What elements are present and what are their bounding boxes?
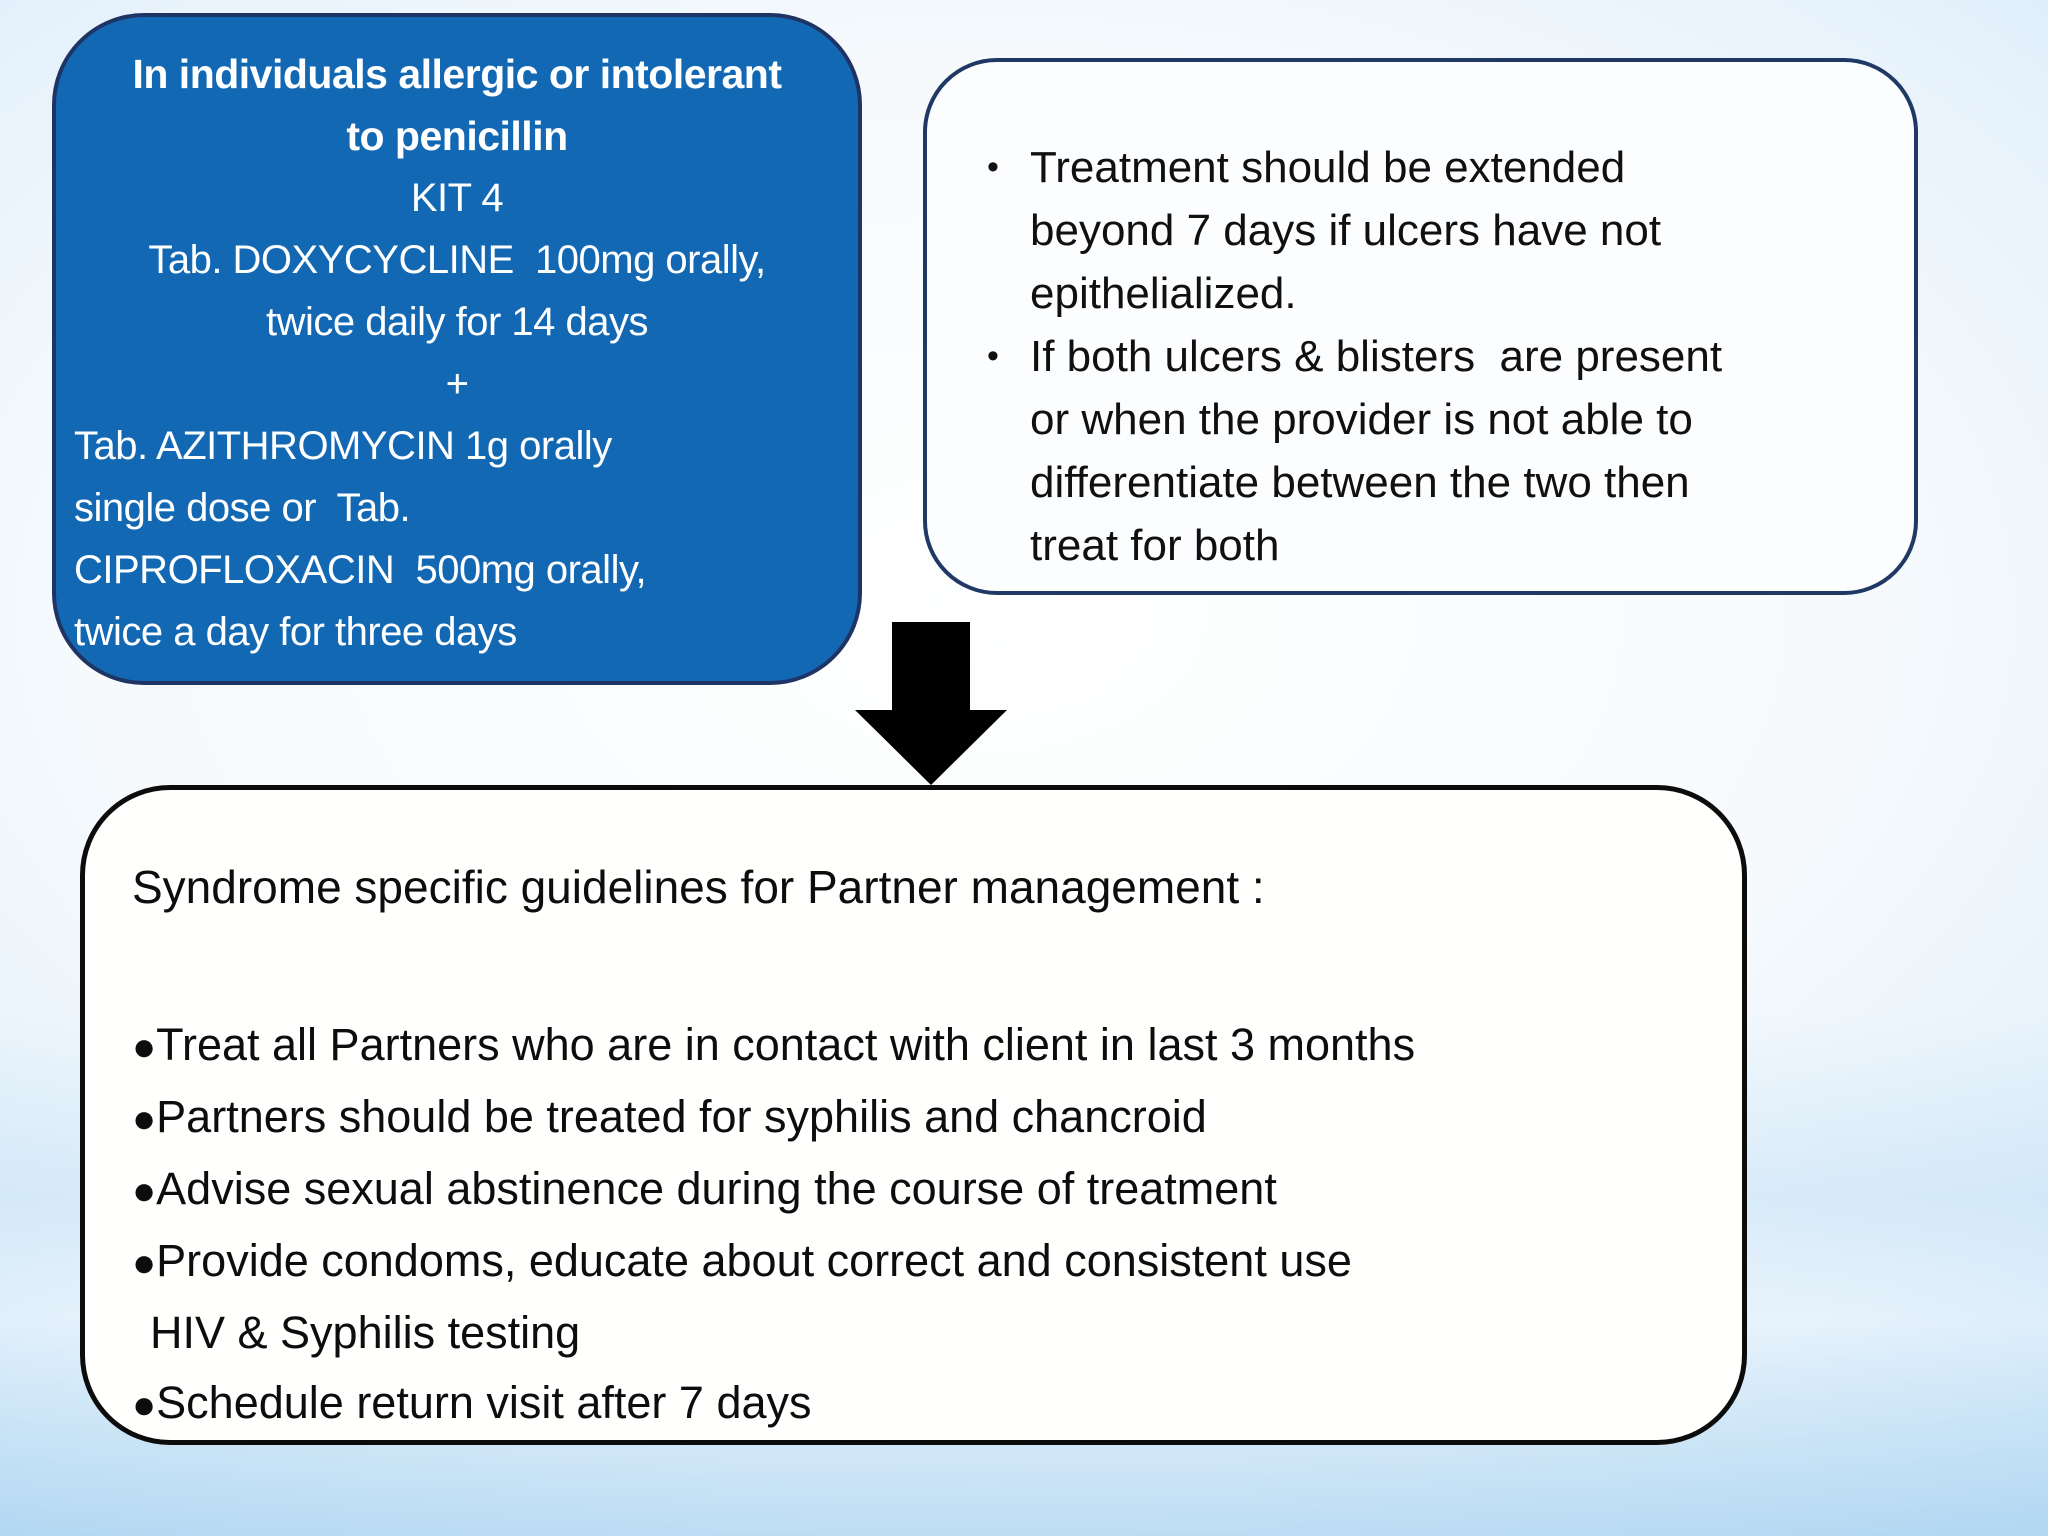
doxycycline-line: Tab. DOXYCYCLINE 100mg orally,	[148, 238, 766, 282]
partner-item-abstinence: ●Advise sexual abstinence during the cou…	[132, 1154, 1706, 1226]
treatment-notes-box: • Treatment should be extended beyond 7 …	[923, 58, 1918, 595]
partner-item-syphilis-chancroid: ●Partners should be treated for syphilis…	[132, 1082, 1706, 1154]
note-item-ulcers-blisters: • If both ulcers & blisters are present …	[957, 325, 1890, 577]
partner-management-title: Syndrome specific guidelines for Partner…	[132, 861, 1265, 913]
partner-item-text: HIV & Syphilis testing	[150, 1307, 581, 1358]
partner-item-hiv-syphilis-testing: HIV & Syphilis testing	[132, 1298, 1706, 1368]
bullet-icon: •	[987, 337, 999, 375]
note-text-line: treat for both	[1030, 521, 1280, 570]
note-text-line: or when the provider is not able to	[1030, 395, 1693, 444]
azithromycin-line: Tab. AZITHROMYCIN 1g orally	[74, 424, 612, 468]
single-dose-line: single dose or Tab.	[74, 486, 411, 530]
bullet-icon: ●	[132, 1025, 157, 1069]
blue-box-title-line: In individuals allergic or intolerant	[132, 51, 782, 97]
note-text-line: epithelialized.	[1030, 269, 1297, 318]
partner-item-text: Provide condoms, educate about correct a…	[156, 1235, 1352, 1286]
ciprofloxacin-duration-line: twice a day for three days	[74, 610, 517, 654]
note-text-line: beyond 7 days if ulcers have not	[1030, 206, 1662, 255]
kit-label: KIT 4	[410, 176, 504, 220]
note-text-line: If both ulcers & blisters are present	[1030, 332, 1723, 381]
partner-management-box: Syndrome specific guidelines for Partner…	[80, 785, 1747, 1445]
partner-item-text: Advise sexual abstinence during the cour…	[156, 1163, 1277, 1214]
note-text-line: differentiate between the two then	[1030, 458, 1690, 507]
bullet-icon: ●	[132, 1097, 157, 1141]
note-text-line: Treatment should be extended	[1030, 143, 1626, 192]
partner-item-treat-partners: ●Treat all Partners who are in contact w…	[132, 1010, 1706, 1082]
doxycycline-duration-line: twice daily for 14 days	[265, 300, 649, 344]
ciprofloxacin-line: CIPROFLOXACIN 500mg orally,	[74, 548, 647, 592]
bullet-icon: •	[987, 148, 999, 186]
note-item-extended-treatment: • Treatment should be extended beyond 7 …	[957, 136, 1890, 325]
bullet-icon: ●	[132, 1383, 157, 1427]
partner-item-text: Treat all Partners who are in contact wi…	[156, 1019, 1416, 1070]
down-arrow-icon	[855, 622, 1007, 785]
partner-item-condoms: ●Provide condoms, educate about correct …	[132, 1226, 1706, 1298]
partner-item-return-visit: ●Schedule return visit after 7 days	[132, 1368, 1706, 1440]
plus-separator: +	[445, 362, 469, 406]
bullet-icon: ●	[132, 1241, 157, 1285]
bullet-icon: ●	[132, 1169, 157, 1213]
penicillin-allergy-treatment-box: In individuals allergic or intolerant to…	[52, 13, 862, 685]
partner-item-text: Schedule return visit after 7 days	[156, 1377, 812, 1428]
blue-box-title-line: to penicillin	[346, 113, 568, 159]
partner-item-text: Partners should be treated for syphilis …	[156, 1091, 1207, 1142]
